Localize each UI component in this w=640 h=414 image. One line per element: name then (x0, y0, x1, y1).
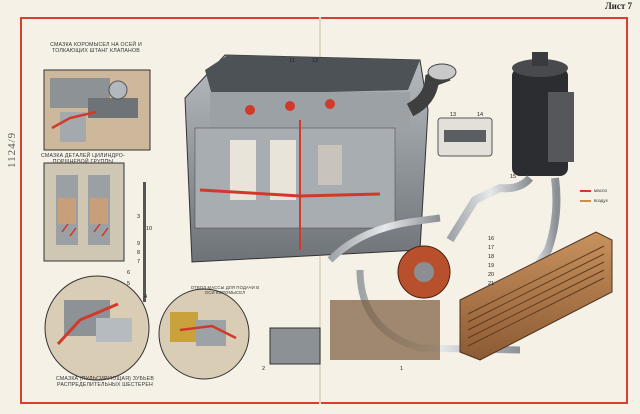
callout-4: 4 (144, 294, 148, 300)
callout-21: 21 (488, 281, 495, 287)
callout-15: 15 (510, 174, 517, 180)
cooler-return-pipe (506, 177, 561, 331)
callout-3: 3 (137, 214, 141, 220)
oil-pump (269, 327, 321, 365)
caption-mass-note: ОТВОД МАССЫ ДЛЯ ПОДАЧИ В ОСИ КОРОМЫСЕЛ (190, 285, 260, 295)
cylinder-inset (43, 162, 125, 262)
oil-delivery-pipe (327, 214, 441, 263)
callout-17: 17 (488, 245, 495, 251)
filler-neck (406, 67, 451, 117)
filler-cap (427, 63, 457, 81)
callout-1: 1 (400, 366, 404, 372)
callout-9: 9 (137, 241, 141, 247)
sheet-label: Лист 7 (604, 1, 632, 11)
legend-air: воздух (580, 196, 608, 206)
caption-cylinder: СМАЗКА ДЕТАЛЕЙ ЦИЛИНДРО-ПОРШНЕВОЙ ГРУППЫ (41, 153, 125, 165)
gear-inset-right (158, 288, 250, 380)
timing-gear-hub (414, 262, 434, 282)
page-frame (20, 17, 628, 404)
callout-10: 10 (146, 226, 153, 232)
legend: масло воздух (580, 186, 608, 206)
callout-12: 12 (312, 58, 319, 64)
callout-6: 6 (127, 270, 131, 276)
oil-sump (330, 300, 440, 360)
callout-5: 5 (127, 281, 131, 287)
oil-cooler (459, 231, 613, 361)
oil-line-right (446, 175, 534, 243)
callout-8: 8 (137, 250, 141, 256)
legend-oil: масло (580, 186, 608, 196)
caption-rocker: СМАЗКА КОРОМЫСЕЛ НА ОСЕЙ И ТОЛКАЮЩИХ ШТА… (50, 42, 142, 54)
rocker-inset (43, 69, 151, 151)
dipstick (143, 182, 146, 302)
callout-2: 2 (262, 366, 266, 372)
oil-filter (512, 52, 574, 176)
callout-20: 20 (488, 272, 495, 278)
callout-7: 7 (137, 259, 141, 265)
caption-gears: СМАЗКА (ПУЛЬСИРУЮЩАЯ) ЗУБЬЕВ РАСПРЕДЕЛИТ… (55, 376, 155, 388)
callout-13: 13 (450, 112, 457, 118)
gear-inset-left (44, 275, 150, 381)
callout-11: 11 (289, 58, 295, 64)
callout-18: 18 (488, 254, 495, 260)
callout-14: 14 (477, 112, 484, 118)
engine-block (184, 54, 429, 263)
callout-16: 16 (488, 236, 495, 242)
oil-gauge (437, 117, 493, 157)
callout-19: 19 (488, 263, 495, 269)
